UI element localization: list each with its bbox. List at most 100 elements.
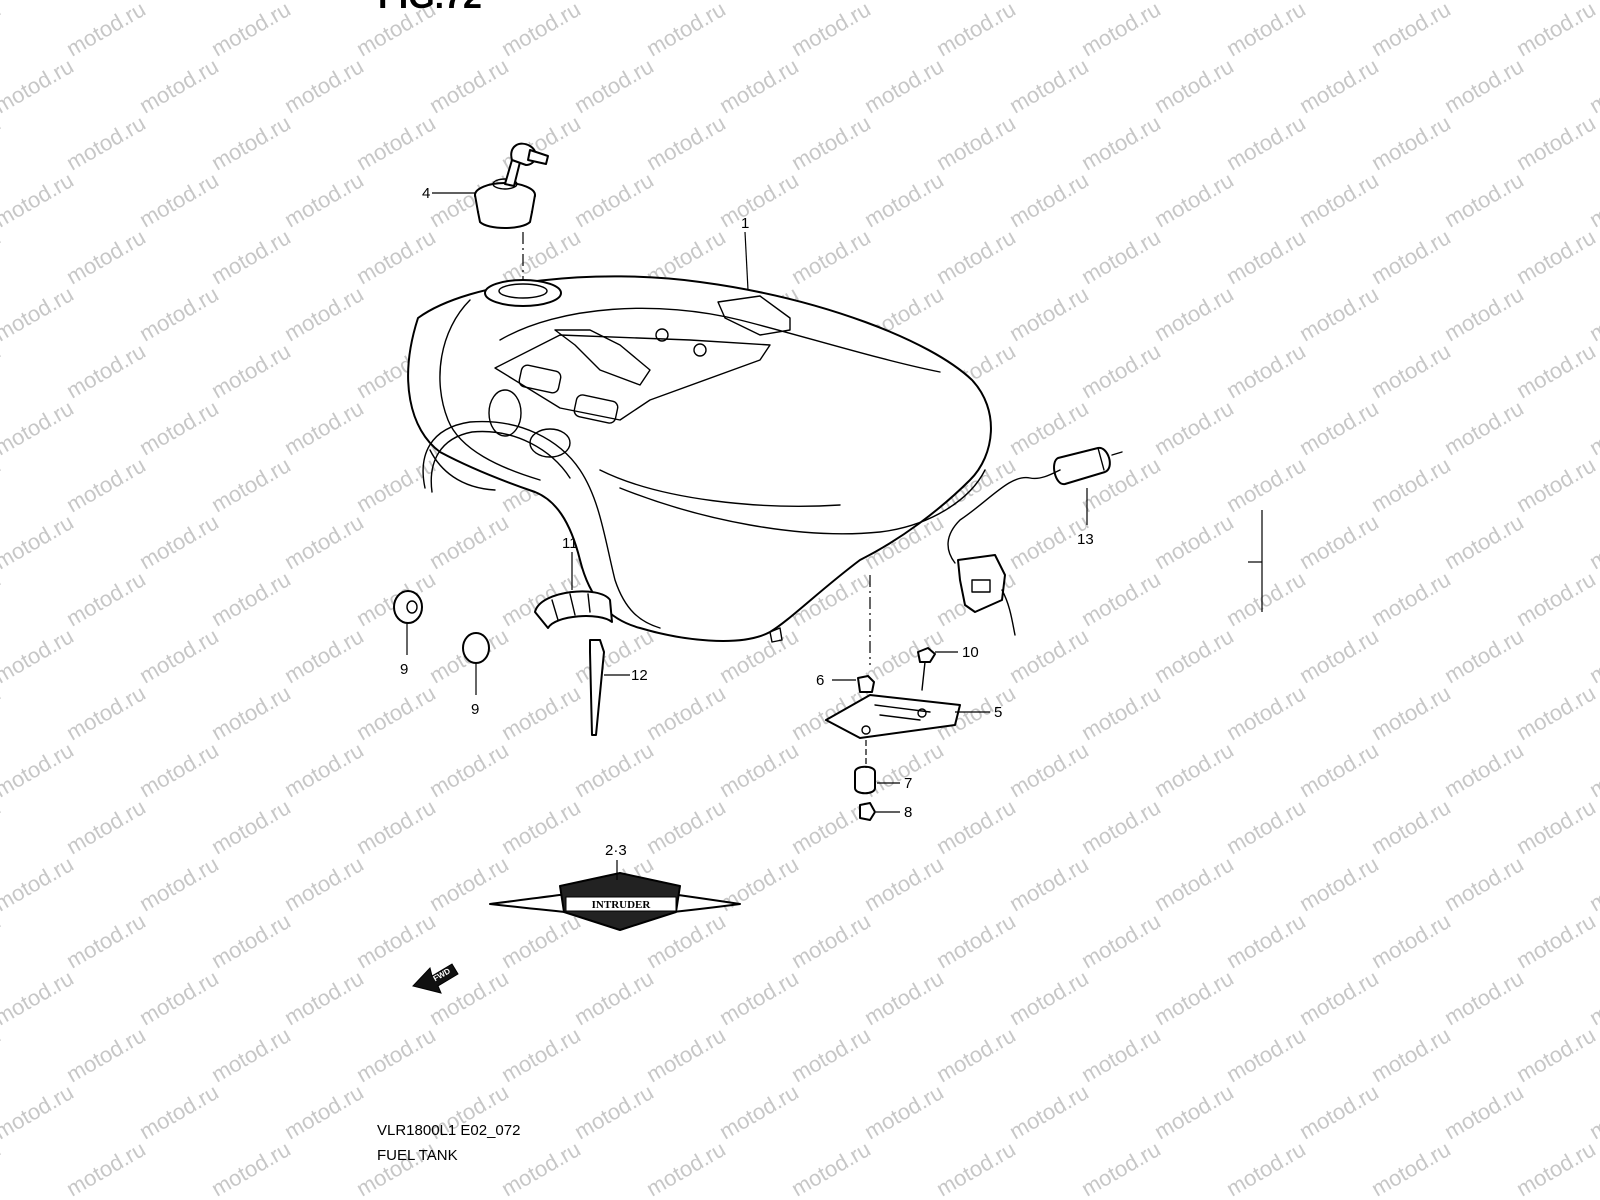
watermark-text: motod.ru [1222, 794, 1310, 859]
watermark-text: motod.ru [0, 338, 5, 403]
figure-title: FIG.72 [378, 0, 482, 16]
mounting-bracket [825, 694, 961, 739]
watermark-text: motod.ru [642, 794, 730, 859]
watermark-text: motod.ru [1440, 965, 1528, 1030]
watermark-text: motod.ru [860, 0, 948, 4]
watermark-text: motod.ru [1295, 965, 1383, 1030]
watermark-text: motod.ru [1367, 908, 1455, 973]
watermark-text: motod.ru [860, 851, 948, 916]
watermark-text: motod.ru [1295, 0, 1383, 4]
watermark-text: motod.ru [497, 0, 585, 61]
watermark-text: motod.ru [135, 281, 223, 346]
watermark-text: motod.ru [352, 908, 440, 973]
watermark-text: motod.ru [1222, 338, 1310, 403]
fuel-tank [407, 275, 992, 643]
watermark-text: motod.ru [425, 53, 513, 118]
collar-6 [857, 675, 875, 693]
watermark-text: motod.ru [1077, 1022, 1165, 1087]
watermark-text: motod.ru [62, 1022, 150, 1087]
watermark-text: motod.ru [1367, 1136, 1455, 1200]
watermark-text: motod.ru [1005, 167, 1093, 232]
label-part-10: 10 [962, 644, 979, 661]
watermark-text: motod.ru [1005, 1193, 1093, 1200]
watermark-text: motod.ru [352, 452, 440, 517]
watermark-text: motod.ru [0, 452, 5, 517]
watermark-text: motod.ru [860, 1079, 948, 1144]
watermark-text: motod.ru [570, 0, 658, 4]
watermark-text: motod.ru [352, 1136, 440, 1200]
watermark-text: motod.ru [1295, 395, 1383, 460]
watermark-text: motod.ru [207, 110, 295, 175]
watermark-text: motod.ru [1077, 110, 1165, 175]
watermark-text: motod.ru [787, 1136, 875, 1200]
watermark-text: motod.ru [207, 1136, 295, 1200]
watermark-text: motod.ru [0, 851, 78, 916]
watermark-text: motod.ru [135, 1193, 223, 1200]
watermark-text: motod.ru [207, 452, 295, 517]
watermark-text: motod.ru [1440, 0, 1528, 4]
watermark-text: motod.ru [1295, 281, 1383, 346]
watermark-text: motod.ru [0, 794, 5, 859]
watermark-text: motod.ru [715, 1079, 803, 1144]
watermark-text: motod.ru [1005, 281, 1093, 346]
watermark-text: motod.ru [207, 908, 295, 973]
watermark-text: motod.ru [570, 737, 658, 802]
watermark-text: motod.ru [1585, 851, 1600, 916]
watermark-text: motod.ru [1440, 851, 1528, 916]
watermark-text: motod.ru [715, 851, 803, 916]
watermark-text: motod.ru [62, 0, 150, 61]
grommet-7 [854, 765, 876, 795]
watermark-text: motod.ru [0, 908, 5, 973]
label-part-7: 7 [904, 775, 912, 792]
watermark-text: motod.ru [1440, 167, 1528, 232]
watermark-text: motod.ru [280, 53, 368, 118]
watermark-text: motod.ru [1585, 395, 1600, 460]
watermark-text: motod.ru [715, 737, 803, 802]
watermark-text: motod.ru [1512, 794, 1600, 859]
watermark-text: motod.ru [1222, 1022, 1310, 1087]
fuel-tank-cushion [534, 590, 613, 629]
watermark-text: motod.ru [280, 281, 368, 346]
watermark-text: motod.ru [135, 737, 223, 802]
watermark-text: motod.ru [860, 965, 948, 1030]
watermark-text: motod.ru [1585, 965, 1600, 1030]
watermark-text: motod.ru [0, 1022, 5, 1087]
watermark-text: motod.ru [280, 395, 368, 460]
watermark-text: motod.ru [62, 452, 150, 517]
watermark-text: motod.ru [1150, 737, 1238, 802]
watermark-text: motod.ru [1440, 281, 1528, 346]
watermark-text: motod.ru [1005, 1079, 1093, 1144]
watermark-text: motod.ru [1222, 110, 1310, 175]
watermark-text: motod.ru [1585, 53, 1600, 118]
watermark-text: motod.ru [1222, 566, 1310, 631]
watermark-text: motod.ru [0, 167, 78, 232]
watermark-text: motod.ru [1512, 452, 1600, 517]
watermark-text: motod.ru [62, 566, 150, 631]
watermark-text: motod.ru [0, 680, 5, 745]
diagram-code: VLR1800L1 E02_072 [377, 1122, 521, 1139]
watermark-text: motod.ru [1005, 851, 1093, 916]
watermark-text: motod.ru [1585, 623, 1600, 688]
watermark-text: motod.ru [1005, 965, 1093, 1030]
watermark-text: motod.ru [787, 908, 875, 973]
watermark-text: motod.ru [135, 395, 223, 460]
watermark-text: motod.ru [1512, 1022, 1600, 1087]
watermark-text: motod.ru [0, 623, 78, 688]
watermark-text: motod.ru [0, 1193, 78, 1200]
watermark-text: motod.ru [207, 0, 295, 61]
watermark-text: motod.ru [1367, 338, 1455, 403]
watermark-text: motod.ru [1585, 1193, 1600, 1200]
watermark-text: motod.ru [1222, 0, 1310, 61]
watermark-text: motod.ru [1367, 1022, 1455, 1087]
label-part-9a: 9 [400, 661, 408, 678]
watermark-text: motod.ru [62, 680, 150, 745]
watermark-text: motod.ru [570, 167, 658, 232]
watermark-text: motod.ru [1440, 1193, 1528, 1200]
watermark-text: motod.ru [715, 965, 803, 1030]
watermark-text: motod.ru [207, 794, 295, 859]
watermark-text: motod.ru [1585, 509, 1600, 574]
watermark-text: motod.ru [62, 908, 150, 973]
watermark-text: motod.ru [1512, 566, 1600, 631]
watermark-text: motod.ru [570, 1193, 658, 1200]
watermark-text: motod.ru [280, 965, 368, 1030]
